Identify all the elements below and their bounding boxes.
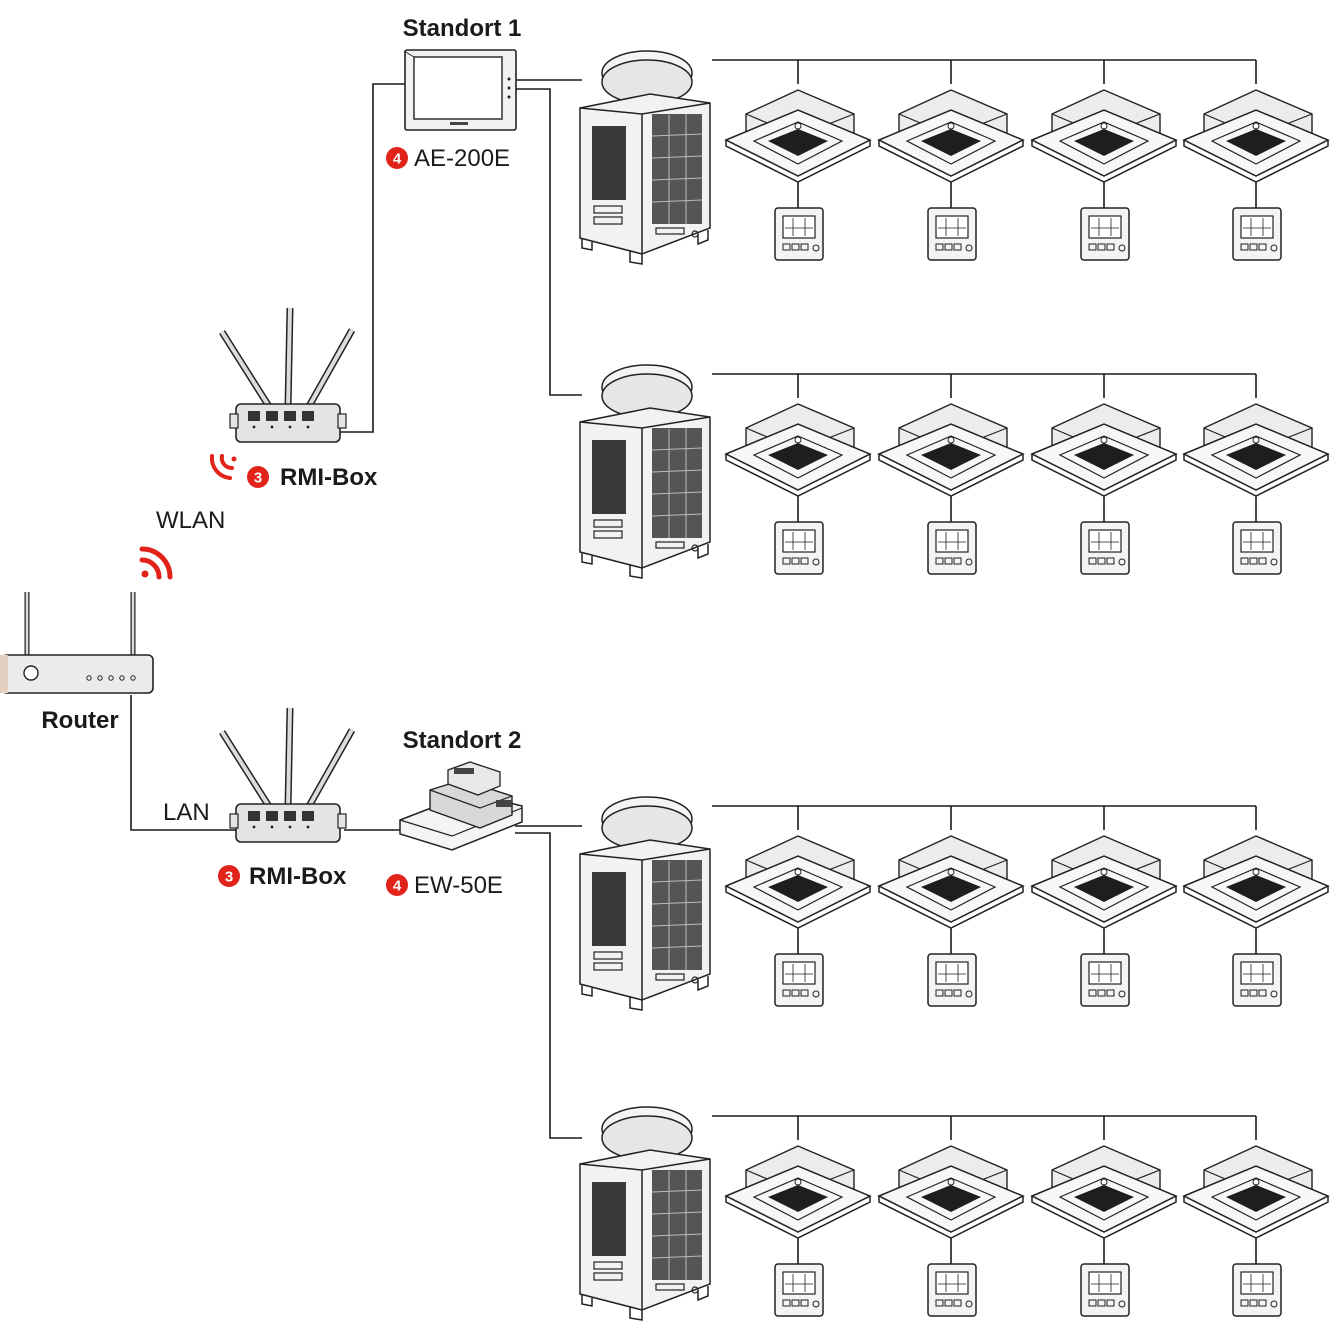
wall-remote-controller-icon <box>1080 207 1130 261</box>
connection-lines <box>130 59 1257 1264</box>
rmi-box-label-2: RMI-Box <box>249 863 347 890</box>
wall-remote-controller-icon <box>927 521 977 575</box>
cassette-indoor-unit-icon <box>878 835 1024 929</box>
wall-remote-controller-icon <box>1232 207 1282 261</box>
controller-badge-1: 4 <box>386 147 408 169</box>
ew-50e-controller <box>399 761 523 851</box>
cassette-indoor-unit-icon <box>1031 835 1177 929</box>
wall-remote-controller-icon <box>927 953 977 1007</box>
rmi-box-device <box>222 308 352 442</box>
outdoor-unit-icon <box>579 50 711 265</box>
controller-badge-2: 4 <box>386 874 408 896</box>
rmi-box-badge-1: 3 <box>247 466 269 488</box>
cassette-indoor-unit-icon <box>1183 1145 1329 1239</box>
wall-remote-controller-icon <box>1080 521 1130 575</box>
cassette-indoor-unit-icon <box>1031 403 1177 497</box>
indoor-units-group-1 <box>725 89 1329 261</box>
indoor-units-group-2 <box>725 403 1329 575</box>
lan-label: LAN <box>163 799 210 826</box>
cassette-indoor-unit-icon <box>878 89 1024 183</box>
wall-remote-controller-icon <box>927 207 977 261</box>
wall-remote-controller-icon <box>1232 953 1282 1007</box>
badge-number: 3 <box>225 869 233 886</box>
badge-circle <box>386 874 408 896</box>
rmi-box-label-1: RMI-Box <box>280 464 378 491</box>
wall-remote-controller-icon <box>1232 1263 1282 1317</box>
router-device <box>0 592 154 694</box>
cassette-indoor-unit-icon <box>725 835 871 929</box>
badge-number: 4 <box>393 878 402 895</box>
cassette-indoor-unit-icon <box>878 403 1024 497</box>
wall-remote-controller-icon <box>774 521 824 575</box>
cassette-indoor-unit-icon <box>1183 403 1329 497</box>
controller-label-ew-50e: EW-50E <box>414 872 503 899</box>
badge-circle <box>386 147 408 169</box>
wall-remote-controller-icon <box>774 207 824 261</box>
indoor-units-group-3 <box>725 835 1329 1007</box>
site-1-title: Standort 1 <box>403 15 522 42</box>
wall-remote-controller-icon <box>1080 1263 1130 1317</box>
wifi-receive-icon <box>209 454 237 480</box>
cassette-indoor-unit-icon <box>725 403 871 497</box>
cassette-indoor-unit-icon <box>1183 835 1329 929</box>
ae-200e-controller <box>403 49 517 131</box>
wall-remote-controller-icon <box>774 1263 824 1317</box>
router-label: Router <box>41 707 118 734</box>
rmi-box-device <box>222 708 352 842</box>
badge-circle <box>218 865 240 887</box>
cassette-indoor-unit-icon <box>878 1145 1024 1239</box>
badge-number: 4 <box>393 151 402 168</box>
wifi-signal-icon <box>139 546 173 580</box>
wall-remote-controller-icon <box>927 1263 977 1317</box>
outdoor-unit-icon <box>579 364 711 579</box>
indoor-units-group-4 <box>725 1145 1329 1317</box>
wlan-label: WLAN <box>156 507 225 534</box>
wall-remote-controller-icon <box>774 953 824 1007</box>
site-2-title: Standort 2 <box>403 727 522 754</box>
rmi-box-badge-2: 3 <box>218 865 240 887</box>
controller-label-ae-200e: AE-200E <box>414 145 510 172</box>
cassette-indoor-unit-icon <box>1183 89 1329 183</box>
cassette-indoor-unit-icon <box>725 1145 871 1239</box>
outdoor-unit-icon <box>579 1106 711 1321</box>
badge-number: 3 <box>254 470 262 487</box>
cassette-indoor-unit-icon <box>725 89 871 183</box>
outdoor-unit-icon <box>579 796 711 1011</box>
cassette-indoor-unit-icon <box>1031 89 1177 183</box>
cassette-indoor-unit-icon <box>1031 1145 1177 1239</box>
wall-remote-controller-icon <box>1232 521 1282 575</box>
badge-circle <box>247 466 269 488</box>
wall-remote-controller-icon <box>1080 953 1130 1007</box>
